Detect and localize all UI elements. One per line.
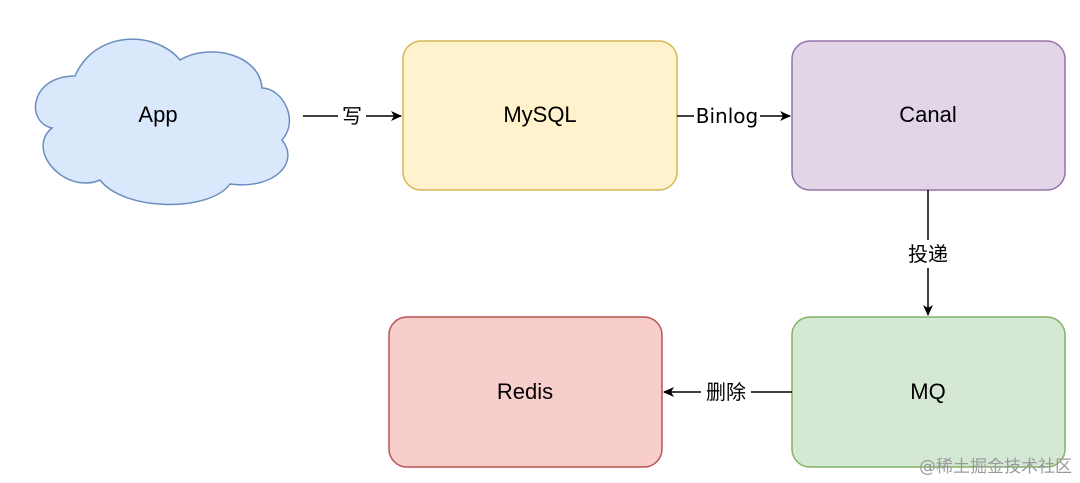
mysql-label: MySQL <box>503 102 576 127</box>
edge-mysql-canal: Binlog <box>677 103 791 129</box>
edge-mysql-canal-label: Binlog <box>696 104 758 128</box>
app-label: App <box>138 102 177 127</box>
edge-canal-mq-label: 投递 <box>908 242 948 266</box>
mq-node: MQ <box>791 316 1066 468</box>
watermark: @稀土掘金技术社区 <box>919 457 1072 477</box>
edge-app-mysql-label: 写 <box>342 104 362 128</box>
redis-box <box>388 316 663 468</box>
canal-label: Canal <box>899 102 956 127</box>
app-cloud-shape <box>34 38 291 206</box>
redis-label: Redis <box>497 379 553 404</box>
app-node: App <box>34 38 291 206</box>
edge-mq-redis: 删除 <box>663 379 792 405</box>
canal-node: Canal <box>791 40 1066 191</box>
redis-node: Redis <box>388 316 663 468</box>
edge-app-mysql: 写 <box>303 103 402 129</box>
mq-label: MQ <box>910 379 945 404</box>
mysql-node: MySQL <box>402 40 678 191</box>
edge-mq-redis-label: 删除 <box>706 380 746 404</box>
edge-canal-mq: 投递 <box>903 190 953 316</box>
